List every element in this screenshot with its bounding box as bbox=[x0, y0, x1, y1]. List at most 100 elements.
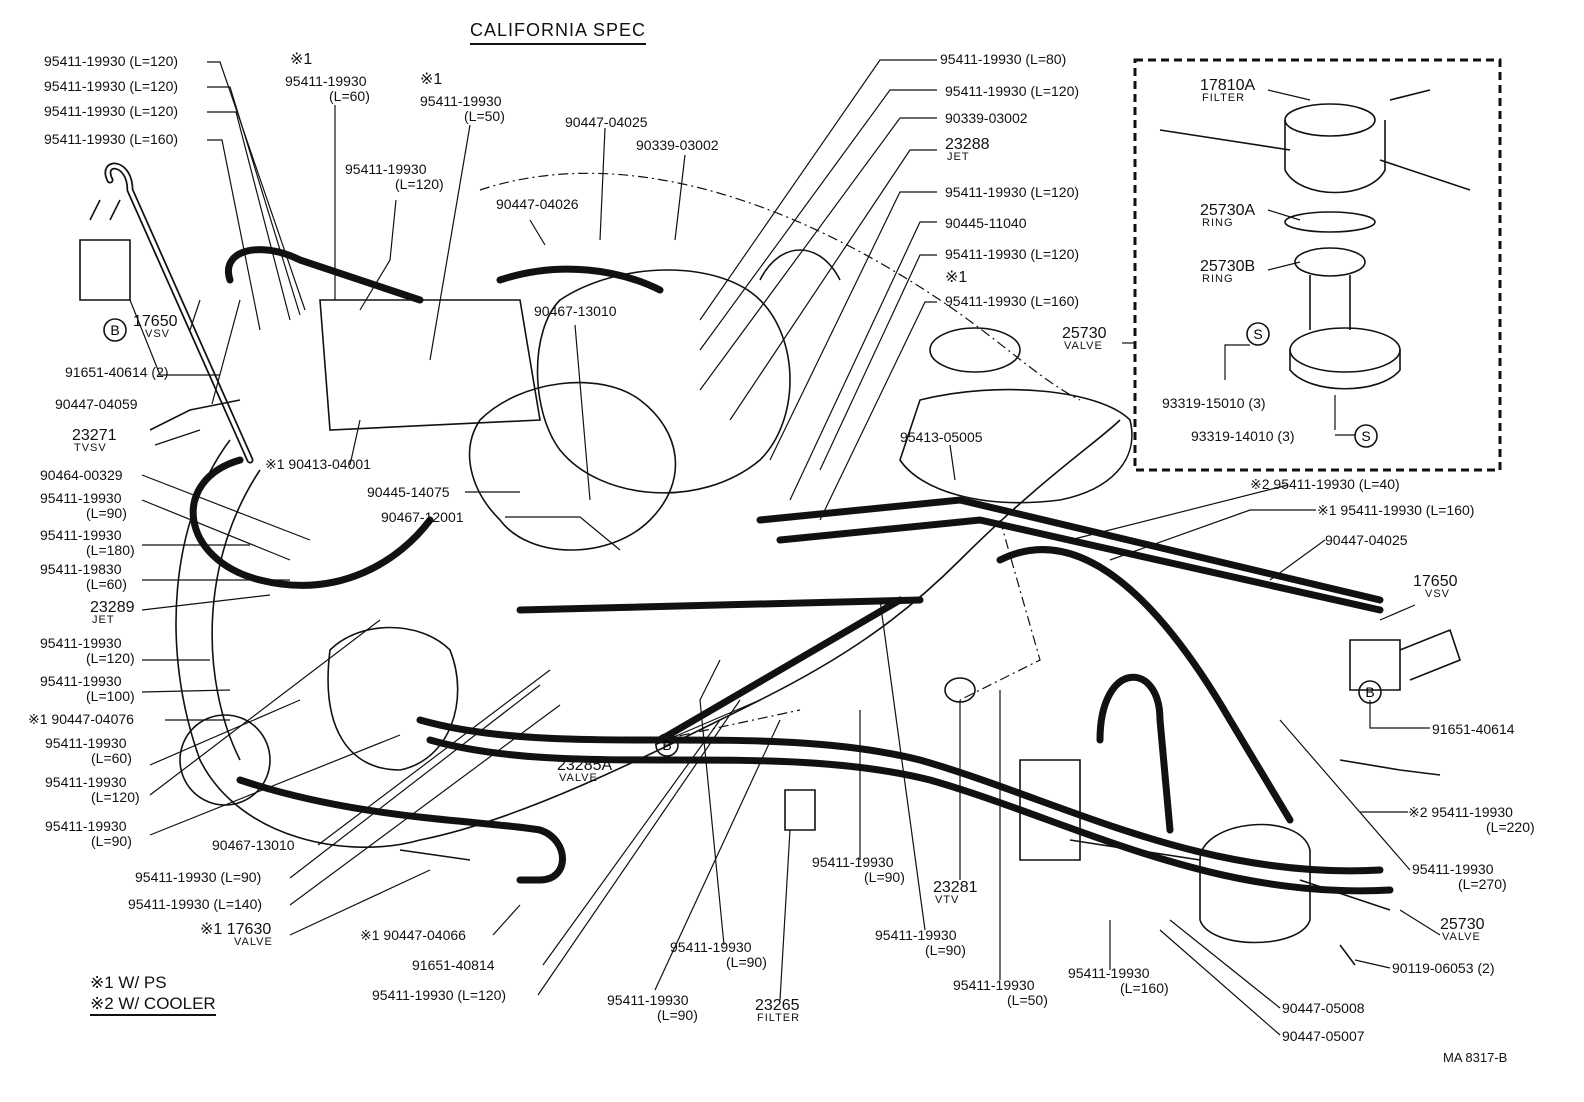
svg-text:B: B bbox=[662, 737, 671, 753]
drawing-code: MA 8317-B bbox=[1443, 1050, 1508, 1065]
phantom-line-2 bbox=[959, 519, 1041, 701]
label-mark-ps-3: ※1 bbox=[945, 269, 968, 286]
marker-b-left: B bbox=[103, 318, 127, 342]
label-90467-13010-bottom: 90467-13010 bbox=[212, 837, 295, 853]
label-95411-19930-l160: 95411-19930 (L=160) bbox=[44, 131, 179, 147]
label-90447-04025: 90447-04025 bbox=[565, 114, 648, 130]
label-95411-19930-l120-g: 95411-19930 (L=120) bbox=[372, 987, 507, 1003]
leader-lines bbox=[129, 59, 1441, 1036]
accumulator-tank bbox=[759, 249, 841, 281]
intake-manifold bbox=[468, 381, 677, 551]
marker-b-right: B bbox=[1358, 680, 1382, 704]
valve-base-body bbox=[1289, 350, 1401, 390]
hose-center-run bbox=[516, 596, 924, 614]
hose-long-top-core bbox=[106, 164, 252, 462]
label-95411-19930-l60: 95411-19930(L=60) bbox=[285, 73, 370, 104]
legend-ps: ※1 W/ PS bbox=[90, 973, 167, 992]
hose-top-mid bbox=[496, 265, 664, 294]
label-90467-13010-top: 90467-13010 bbox=[534, 303, 617, 319]
label-93319-14010: 93319-14010 (3) bbox=[1191, 428, 1295, 444]
label-95411-19930-l180: 95411-19930(L=180) bbox=[40, 527, 135, 558]
label-90447-05008: 90447-05008 bbox=[1282, 1000, 1365, 1016]
svg-text:B: B bbox=[1365, 684, 1374, 700]
marker-b-center: B bbox=[655, 733, 679, 757]
radiator-cap bbox=[929, 327, 1021, 373]
filter-bracket bbox=[1159, 89, 1471, 191]
lower-engine-block bbox=[327, 626, 459, 771]
label-95411-19830-l60: 95411-19830(L=60) bbox=[40, 561, 127, 592]
label-95411-19930-l160-c: 95411-19930 (L=160) bbox=[945, 293, 1080, 309]
marker-s-upper: S bbox=[1246, 322, 1270, 346]
label-95411-19930-l220: ※2 95411-19930(L=220) bbox=[1408, 804, 1535, 835]
pulley bbox=[179, 714, 271, 806]
label-95411-19930-l120-e: 95411-19930(L=120) bbox=[40, 635, 135, 666]
hose-right-run-1 bbox=[756, 496, 1384, 604]
hose-u-bend bbox=[236, 776, 566, 884]
air-cleaner-bowl bbox=[899, 388, 1133, 504]
vsv-17650-left bbox=[79, 199, 131, 301]
svg-text:B: B bbox=[110, 322, 119, 338]
hose-bottom-run-2 bbox=[426, 736, 1394, 895]
bolt-90119 bbox=[1339, 944, 1356, 966]
svg-text:S: S bbox=[1253, 326, 1262, 342]
label-95411-19930-l120-h: 95411-19930 (L=120) bbox=[945, 83, 1080, 99]
hose-loop-top bbox=[224, 246, 424, 304]
label-91651-40814: 91651-40814 bbox=[412, 957, 495, 973]
label-95411-19930-l100: 95411-19930(L=100) bbox=[40, 673, 135, 704]
label-90464-00329: 90464-00329 bbox=[40, 467, 123, 483]
label-95411-19930-l140: 95411-19930 (L=140) bbox=[128, 896, 263, 912]
label-95411-19930-l80: 95411-19930 (L=80) bbox=[940, 51, 1067, 67]
label-95411-19930-l160-b: 95411-19930(L=160) bbox=[1068, 965, 1169, 996]
label-93319-15010: 93319-15010 (3) bbox=[1162, 395, 1266, 411]
hose-right-run-2 bbox=[776, 516, 1384, 614]
filter-17810a bbox=[1284, 103, 1376, 137]
label-95411-19930-l120-a: 95411-19930 (L=120) bbox=[44, 53, 179, 69]
label-95411-19930-l40: ※2 95411-19930 (L=40) bbox=[1250, 476, 1400, 492]
phantom-line-3 bbox=[659, 709, 801, 741]
label-95411-19930-l120-i: 95411-19930 (L=120) bbox=[945, 184, 1080, 200]
valve-lower-bracket bbox=[1069, 839, 1391, 911]
diagram-title: CALIFORNIA SPEC bbox=[470, 20, 647, 45]
ring-25730a bbox=[1284, 211, 1376, 233]
label-95411-19930-l90-g: 95411-19930(L=90) bbox=[875, 927, 966, 958]
label-mark-ps-1: ※1 bbox=[290, 51, 313, 68]
label-95413-05005: 95413-05005 bbox=[900, 429, 983, 445]
hose-diagonal-2 bbox=[996, 546, 1294, 824]
label-95411-19930-l90-e: 95411-19930(L=90) bbox=[670, 939, 767, 970]
vtv-23281 bbox=[944, 677, 976, 703]
valve-stem bbox=[1309, 275, 1351, 330]
valve-25730-lower bbox=[1199, 823, 1311, 944]
label-95411-19930-l160-d: ※1 95411-19930 (L=160) bbox=[1317, 502, 1475, 518]
label-95411-19930-l50: 95411-19930(L=50) bbox=[420, 93, 505, 124]
label-95411-19930-l60-b: 95411-19930(L=60) bbox=[45, 735, 132, 766]
actuator-right bbox=[1019, 759, 1081, 861]
label-90119-06053: 90119-06053 (2) bbox=[1392, 960, 1495, 976]
label-90447-04076: ※1 90447-04076 bbox=[28, 711, 134, 727]
engine-outline-2 bbox=[211, 469, 261, 761]
marker-s-lower: S bbox=[1354, 424, 1378, 448]
label-90339-03002: 90339-03002 bbox=[636, 137, 719, 153]
legend-cooler: ※2 W/ COOLER bbox=[90, 993, 216, 1016]
label-95411-19930-l90-b: 95411-19930(L=90) bbox=[45, 818, 132, 849]
label-90339-03002-right: 90339-03002 bbox=[945, 110, 1028, 126]
label-90447-04059: 90447-04059 bbox=[55, 396, 138, 412]
label-90447-04026: 90447-04026 bbox=[496, 196, 579, 212]
filter-body bbox=[1284, 120, 1386, 194]
label-95411-19930-l120-j: 95411-19930 (L=120) bbox=[945, 246, 1080, 262]
label-95411-19930-l90-a: 95411-19930(L=90) bbox=[40, 490, 127, 521]
label-95411-19930-l270: 95411-19930(L=270) bbox=[1412, 861, 1507, 892]
